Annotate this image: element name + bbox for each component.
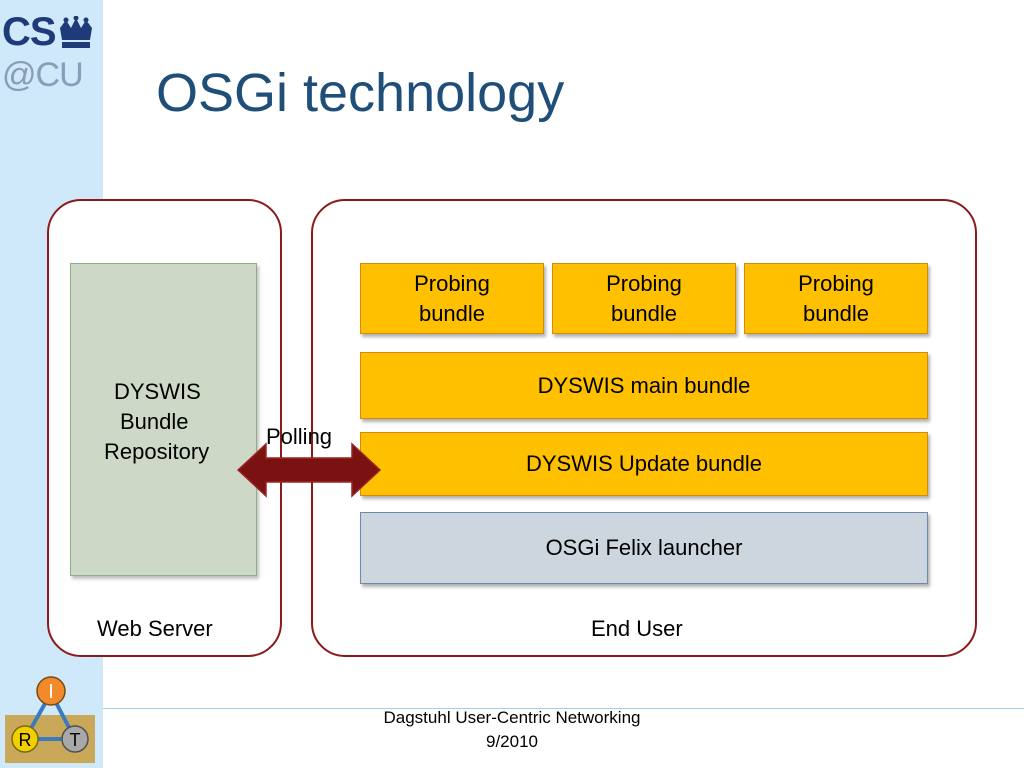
- probing-bundle-2: Probing bundle: [552, 263, 736, 334]
- probing-bundle-1-line2: bundle: [418, 300, 486, 326]
- slide-footer: Dagstuhl User-Centric Networking 9/2010: [342, 706, 682, 754]
- irt-logo: I R T: [5, 663, 95, 763]
- logo-cs-text: CS: [2, 10, 57, 54]
- irt-letter-i: I: [48, 681, 54, 703]
- probing-bundle-3: Probing bundle: [744, 263, 928, 334]
- probing-bundle-1-line1: Probing: [414, 270, 490, 296]
- crown-icon: [60, 16, 92, 48]
- end-user-label: End User: [591, 616, 683, 641]
- cs-cu-logo: CS @CU: [0, 6, 100, 98]
- repository-line-3: Repository: [104, 439, 210, 464]
- irt-logo-graphic: I R T: [5, 663, 95, 763]
- footer-line-1: Dagstuhl User-Centric Networking: [383, 708, 641, 727]
- dyswis-update-bundle: DYSWIS Update bundle: [360, 432, 928, 496]
- probing-bundle-3-line1: Probing: [798, 270, 874, 296]
- repository-line-2: Bundle: [120, 409, 189, 434]
- probing-bundle-2-line2: bundle: [610, 300, 678, 326]
- polling-label: Polling: [266, 424, 333, 449]
- logo-cu-text: @CU: [2, 56, 84, 94]
- dyswis-main-bundle: DYSWIS main bundle: [360, 352, 928, 419]
- bundle-repository-label: DYSWIS Bundle Repository: [100, 377, 230, 467]
- web-server-label: Web Server: [97, 616, 213, 641]
- osgi-felix-launcher: OSGi Felix launcher: [360, 512, 928, 584]
- footer-divider: [103, 708, 1024, 709]
- probing-bundle-2-line1: Probing: [606, 270, 682, 296]
- repository-line-1: DYSWIS: [114, 379, 201, 404]
- footer-line-2: 9/2010: [486, 732, 538, 751]
- irt-letter-t: T: [70, 730, 81, 750]
- slide-title: OSGi technology: [156, 63, 565, 123]
- probing-bundle-3-line2: bundle: [802, 300, 870, 326]
- irt-letter-r: R: [19, 730, 32, 750]
- bundle-repository-box: [70, 263, 257, 576]
- probing-bundle-1: Probing bundle: [360, 263, 544, 334]
- polling-double-arrow-icon: [236, 442, 382, 498]
